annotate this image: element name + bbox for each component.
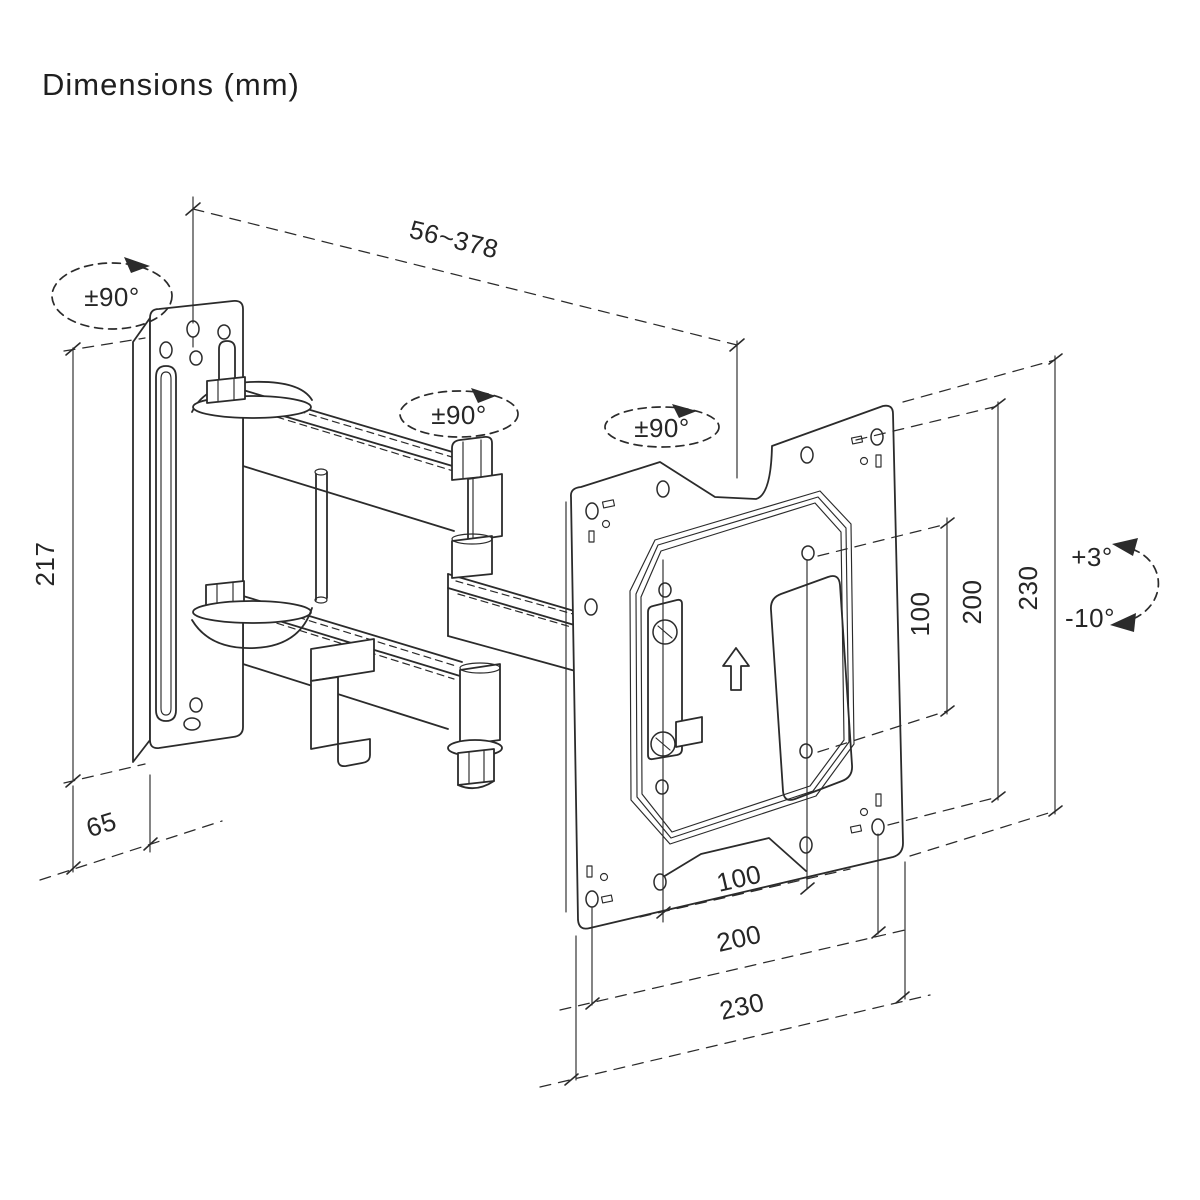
vesa-plate bbox=[565, 404, 904, 930]
wall-plate-slot bbox=[155, 365, 177, 722]
dim-vesa-vertical-230: 230 bbox=[902, 353, 1063, 857]
vesa-plate-bottom-tab bbox=[662, 837, 807, 878]
dim-label-tilt-down: -10° bbox=[1065, 603, 1115, 633]
dim-wall-height: 217 bbox=[30, 337, 146, 788]
wall-hinge-bottom bbox=[191, 580, 313, 649]
tilt-arrow-down-icon bbox=[1110, 613, 1136, 632]
dim-label-vesa-horizontal-200: 200 bbox=[714, 919, 764, 958]
rotation-arrow-icon bbox=[471, 388, 496, 403]
dim-label-tilt-up: +3° bbox=[1071, 542, 1113, 572]
wall-plate-side-face bbox=[132, 317, 151, 763]
dim-vesa-vertical-200: 200 bbox=[855, 398, 1006, 826]
elbow-joint bbox=[447, 435, 503, 790]
page-title: Dimensions (mm) bbox=[42, 67, 300, 102]
dim-label-wall-width: 65 bbox=[83, 806, 120, 843]
dim-label-vesa-vertical-100: 100 bbox=[905, 592, 935, 637]
articulating-arm bbox=[242, 389, 591, 790]
dim-wall-width: 65 bbox=[39, 774, 223, 881]
dim-label-arm-extension: 56~378 bbox=[407, 214, 502, 264]
tilt-arrow-up-icon bbox=[1112, 538, 1138, 556]
dim-label-vesa-vertical-230: 230 bbox=[1013, 566, 1043, 611]
plate-arm bbox=[447, 573, 591, 676]
vesa-adapter-octagon bbox=[629, 490, 855, 845]
wall-plate bbox=[132, 300, 328, 763]
rotation-arrow-icon bbox=[124, 257, 150, 273]
dim-label-wall-height: 217 bbox=[30, 542, 60, 587]
swivel-indicator-right: ±90° bbox=[604, 404, 720, 448]
rotation-arrow-icon bbox=[672, 404, 697, 418]
vesa-plate-holes bbox=[584, 428, 885, 908]
dim-label-swivel-right: ±90° bbox=[634, 413, 690, 443]
tilt-indicator: +3° -10° bbox=[1065, 538, 1160, 633]
dim-label-swivel-middle: ±90° bbox=[431, 400, 487, 430]
fastener-icons bbox=[586, 435, 882, 904]
dim-label-vesa-horizontal-230: 230 bbox=[717, 987, 767, 1026]
dim-label-swivel-left: ±90° bbox=[84, 282, 140, 312]
hinge-pin bbox=[314, 468, 328, 604]
wall-hinge-top bbox=[191, 340, 313, 419]
up-arrow-icon bbox=[722, 647, 750, 691]
swivel-indicator-middle: ±90° bbox=[399, 388, 519, 438]
cable-clip bbox=[310, 638, 375, 768]
vesa-plate-outline bbox=[570, 404, 904, 930]
swivel-indicator-left: ±90° bbox=[51, 257, 173, 330]
dim-label-vesa-vertical-200: 200 bbox=[957, 580, 987, 625]
adapter-cutout bbox=[770, 575, 853, 801]
dim-vesa-vertical-100: 100 bbox=[817, 517, 955, 753]
hex-bolt bbox=[447, 739, 503, 790]
wall-plate-holes bbox=[159, 320, 233, 731]
